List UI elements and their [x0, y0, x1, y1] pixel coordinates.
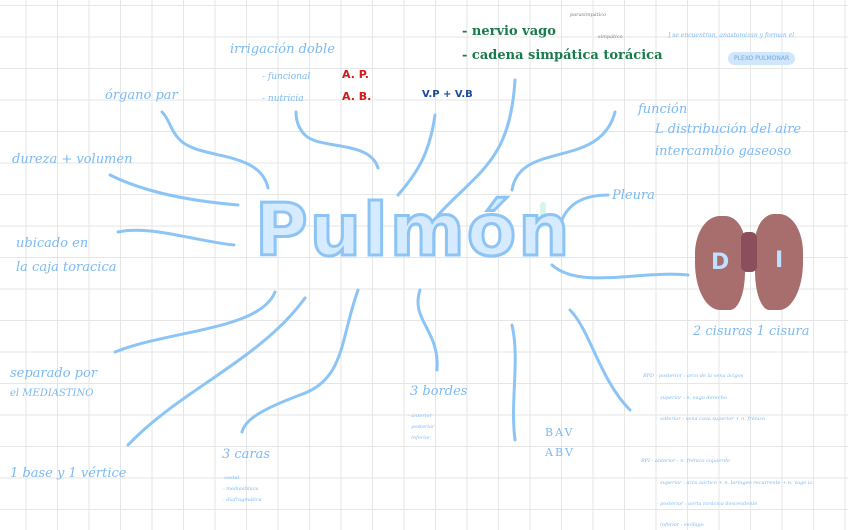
note-line: · superior : n. vago derecho [657, 395, 727, 401]
note-line: · superior : arco aórtico + n. laríngeo … [657, 480, 814, 486]
node-ubicado-1: ubicado en [16, 236, 89, 251]
arrow-vp [396, 113, 437, 197]
arrow-funcion [510, 110, 617, 192]
note-line: BPI - anterior : n. frénico izquierdo [641, 458, 730, 464]
lungs-illustration: D I [693, 212, 805, 312]
node-bordes: 3 bordes [410, 384, 468, 399]
arrow-bordes [416, 288, 439, 372]
main-title: Pulmón [253, 187, 572, 274]
caras-item: - diafragmática [223, 497, 262, 503]
node-ap: A. P. [342, 68, 369, 81]
node-dureza: dureza + volumen [12, 152, 133, 167]
node-base: 1 base y 1 vértice [10, 466, 127, 481]
node-funcional: - funcional [262, 72, 311, 82]
node-nervio-vago: - nervio vago [462, 24, 556, 39]
lung-label-left: I [775, 248, 784, 273]
node-simpatico: simpático [598, 34, 623, 40]
node-abv: ABV [545, 446, 575, 459]
plexo-badge: PLEXO PULMONAR [728, 52, 796, 65]
arrow-nervios [436, 78, 517, 217]
arrow-dureza [108, 173, 240, 207]
arrow-pleura [560, 193, 610, 222]
bordes-item: - inferior [408, 435, 431, 441]
arrow-separado [113, 290, 277, 354]
arrow-lungs [550, 263, 690, 280]
node-anastomosis: ] se encuentran, anastomizan y forman el [668, 32, 795, 39]
caras-item: - costal [221, 475, 240, 481]
bordes-item: - posterior [408, 424, 435, 430]
caras-item: - mediastínica [223, 486, 259, 492]
node-irrigacion: irrigación doble [230, 42, 335, 57]
arrow-bav [510, 323, 517, 442]
node-caras: 3 caras [222, 447, 271, 462]
node-parasimpatico: parasimpático [570, 12, 607, 18]
note-line: · posterior : aorta torácica descendente [657, 501, 758, 507]
arrow-base [126, 296, 307, 447]
node-vp-vb: V.P + V.B [422, 89, 473, 100]
node-bav: BAV [545, 426, 575, 439]
arrow-notes [568, 308, 632, 412]
node-funcion: función [638, 102, 688, 117]
arrow-ubicado [116, 228, 236, 247]
arrow-irrigacion [294, 110, 380, 170]
node-nutricia: - nutricia [262, 94, 304, 104]
node-cadena: - cadena simpática torácica [462, 48, 663, 63]
note-line: · inferior : esófago [657, 522, 704, 528]
node-ubicado-2: la caja toracica [16, 260, 117, 275]
arrow-organo [160, 110, 270, 190]
node-pleura: Pleura [612, 188, 655, 203]
node-distribucion: L distribución del aire [655, 122, 802, 137]
node-intercambio: intercambio gaseoso [655, 144, 792, 159]
node-separado-1: separado por [10, 366, 98, 381]
node-separado-2: el MEDIASTINO [10, 388, 94, 399]
node-ab: A. B. [342, 90, 372, 103]
note-line: · anterior : vena cava superior + n. fré… [657, 416, 766, 422]
bordes-item: - anterior [408, 413, 432, 419]
note-line: BPD - posterior : arco de la vena ácigos [643, 373, 744, 379]
node-cisuras: 2 cisuras 1 cisura [693, 324, 810, 339]
arrow-caras [240, 288, 360, 434]
node-organo-par: órgano par [105, 88, 178, 103]
lung-label-right: D [711, 250, 730, 275]
